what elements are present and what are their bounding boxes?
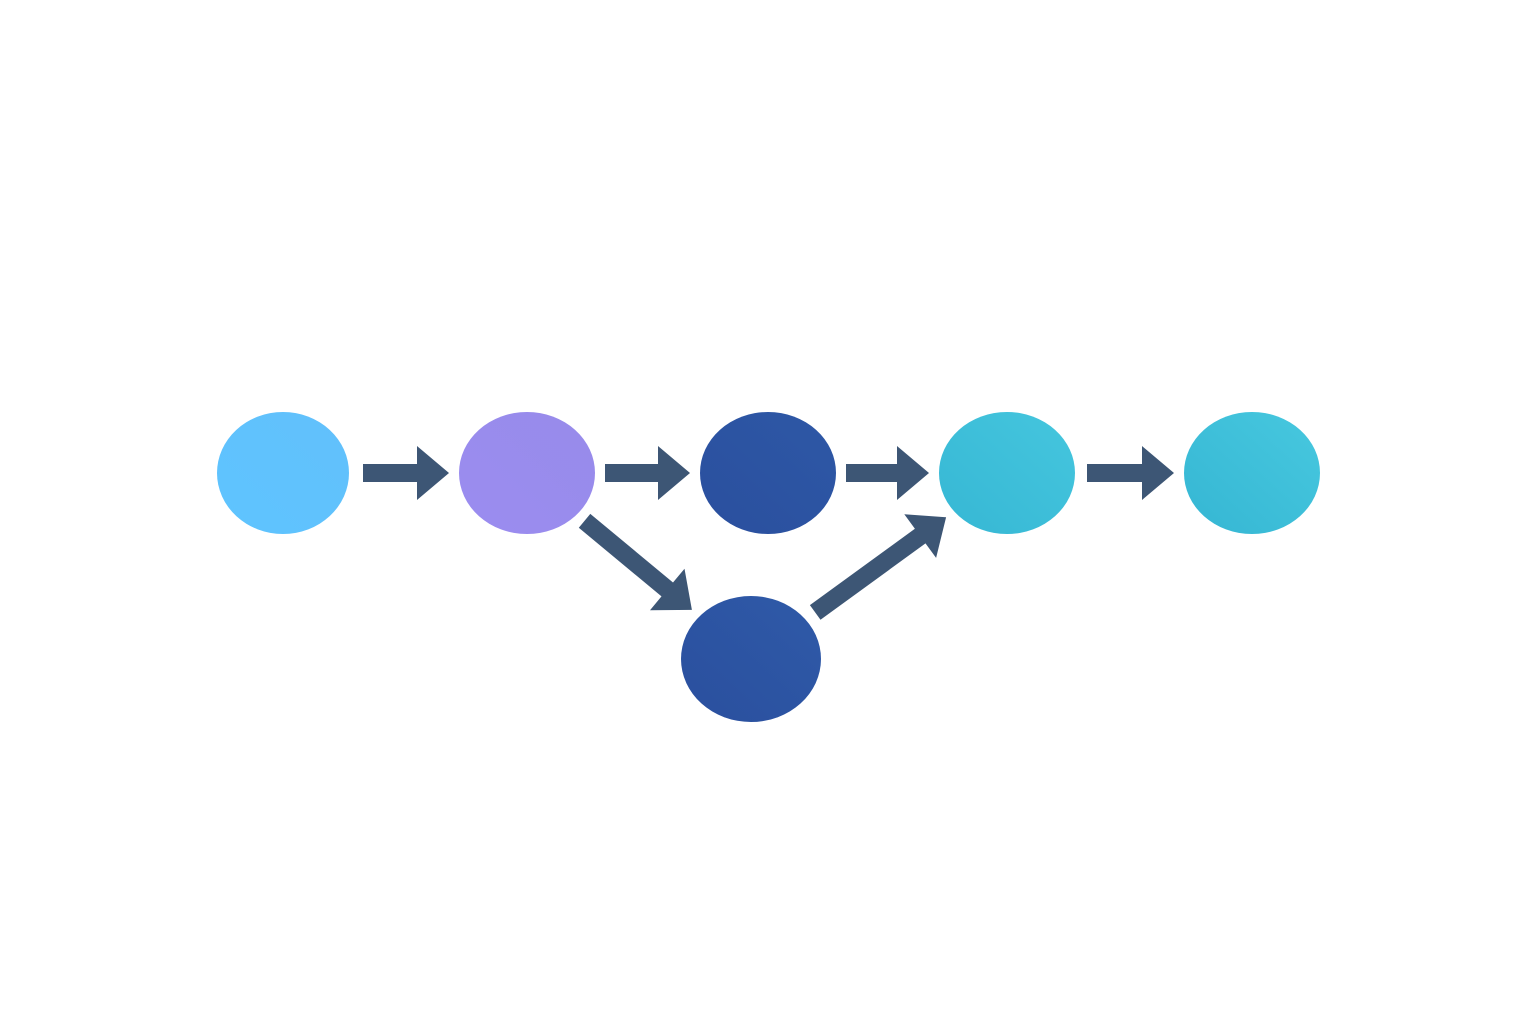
node-circle-3 xyxy=(700,412,836,534)
arrow-n2-to-n6 xyxy=(578,513,692,611)
arrow-n6-to-n4 xyxy=(809,514,947,620)
edges-layer xyxy=(363,446,1174,620)
arrow-n3-to-n4 xyxy=(846,446,929,500)
node-circle-1 xyxy=(217,412,349,534)
node-circle-5 xyxy=(1184,412,1320,534)
arrow-n4-to-n5 xyxy=(1087,446,1174,500)
node-circle-4 xyxy=(939,412,1075,534)
nodes-layer xyxy=(217,412,1320,722)
arrow-n1-to-n2 xyxy=(363,446,449,500)
arrow-n2-to-n3 xyxy=(605,446,690,500)
node-circle-2 xyxy=(459,412,595,534)
node-circle-6 xyxy=(681,596,821,722)
